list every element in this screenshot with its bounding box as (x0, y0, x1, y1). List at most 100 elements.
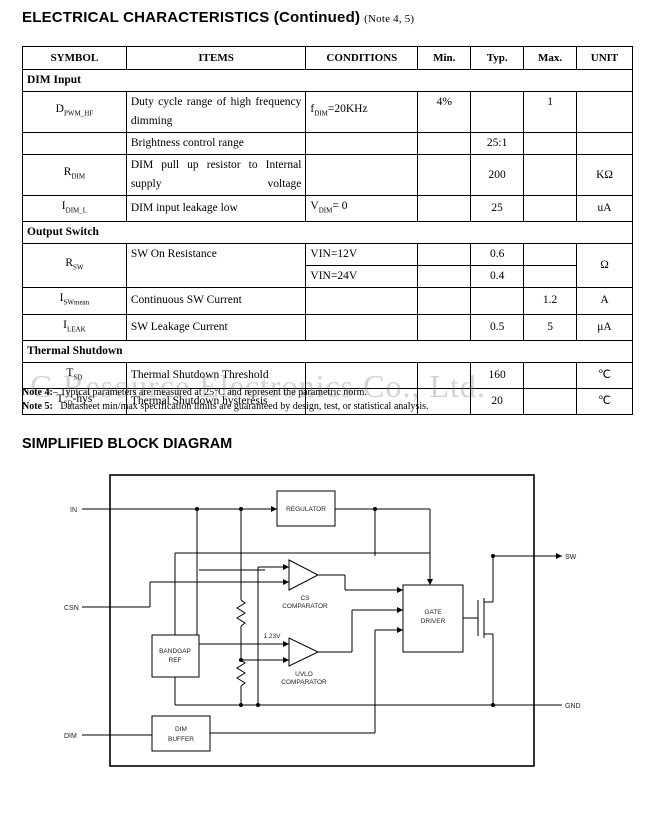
max-cell (523, 194, 578, 223)
min-cell (417, 388, 472, 416)
note-5: Note 5: Datasheet min/max specification … (22, 401, 429, 412)
condition-cell (305, 361, 419, 390)
item-cell: DIM input leakage low (125, 194, 307, 223)
symbol-cell: TSD-hys (22, 388, 127, 416)
bandgap-label-2: REF (169, 657, 182, 664)
dim-buffer-label-1: DIM (175, 726, 187, 733)
unit-cell: μA (576, 313, 633, 341)
symbol-cell: ISWmean (22, 287, 127, 315)
regulator-label: REGULATOR (286, 506, 326, 513)
unit-cell (576, 91, 633, 133)
item-cell: Continuous SW Current (125, 287, 307, 315)
dim-buffer-block (151, 715, 211, 752)
section-row-thermal: Thermal Shutdown (22, 339, 633, 363)
typ-cell: 25:1 (470, 132, 525, 155)
condition-cell: VIN=12V (305, 243, 419, 267)
cs-comparator-label-2: COMPARATOR (282, 603, 328, 610)
min-cell (417, 154, 472, 196)
col-header-min: Min. (417, 46, 472, 70)
condition-cell: VDIM= 0 (305, 194, 419, 223)
typ-cell: 0.6 (470, 243, 525, 267)
condition-cell: fDIM=20KHz (305, 91, 419, 133)
table-row: DPWM_HF Duty cycle range of high frequen… (22, 91, 633, 133)
max-cell: 5 (523, 313, 578, 341)
watermark: G Resource Electronics Co., Ltd. (30, 368, 486, 404)
min-cell (417, 361, 472, 390)
uvlo-comparator-symbol (288, 637, 320, 667)
unit-cell: ℃ (576, 361, 633, 390)
table-row: TSD-hys Thermal Shutdown hysteresis 20 ℃ (22, 388, 633, 416)
table-row: ILEAK SW Leakage Current 0.5 5 μA (22, 313, 633, 341)
table-row: VIN=24V 0.4 (23, 265, 633, 289)
col-header-symbol: SYMBOL (22, 46, 127, 70)
max-cell (523, 132, 578, 155)
col-header-items: ITEMS (125, 46, 307, 70)
gate-driver-label-1: GATE (424, 609, 442, 616)
table-row: ISWmean Continuous SW Current 1.2 A (22, 287, 633, 315)
unit-cell: ℃ (576, 388, 633, 416)
max-cell: 1.2 (523, 287, 578, 315)
block-diagram-title: SIMPLIFIED BLOCK DIAGRAM (22, 436, 233, 452)
typ-cell: 0.5 (470, 313, 525, 341)
min-cell (417, 132, 472, 155)
condition-cell (305, 154, 419, 196)
item-cell: DIM pull up resistor to Internal supply … (125, 154, 307, 196)
table-header-row: SYMBOL ITEMS CONDITIONS Min. Typ. Max. U… (22, 46, 633, 70)
typ-cell: 160 (470, 361, 525, 390)
table-row: IDIM_L DIM input leakage low VDIM= 0 25 … (22, 194, 633, 223)
block-diagram: IN CSN DIM SW GND REGULATOR BANDGAP REF … (64, 474, 581, 767)
max-cell (523, 154, 578, 196)
table-row: TSD Thermal Shutdown Threshold 160 ℃ (22, 361, 633, 390)
title-text: ELECTRICAL CHARACTERISTICS (Continued) (22, 9, 361, 26)
section-row-dim: DIM Input (22, 69, 633, 92)
note-4: Note 4:– Typical parameters are measured… (22, 387, 367, 398)
title-note-ref: (Note 4, 5) (364, 13, 415, 25)
unit-cell: uA (576, 194, 633, 223)
typ-cell (470, 91, 525, 133)
dim-buffer-label-2: BUFFER (168, 736, 194, 743)
pin-label-sw: SW (565, 554, 577, 561)
max-cell (523, 388, 578, 416)
col-header-max: Max. (523, 46, 578, 70)
chip-outline (109, 474, 535, 767)
typ-cell: 25 (470, 194, 525, 223)
col-header-unit: UNIT (576, 46, 633, 70)
section-row-output: Output Switch (22, 221, 633, 245)
pin-label-csn: CSN (64, 605, 79, 612)
pin-label-in: IN (70, 507, 77, 514)
item-cell: SW Leakage Current (125, 313, 307, 341)
unit-cell: Ω (576, 243, 633, 289)
typ-cell: 20 (470, 388, 525, 416)
col-header-typ: Typ. (470, 46, 525, 70)
symbol-cell: IDIM_L (22, 194, 127, 223)
condition-cell: VIN=24V (305, 265, 419, 289)
max-cell (523, 265, 578, 289)
typ-cell (470, 287, 525, 315)
section-label: DIM Input (22, 69, 633, 92)
min-cell (417, 313, 472, 341)
min-cell (417, 265, 472, 289)
cs-comparator-label-1: CS (300, 595, 310, 602)
table-row: Brightness control range 25:1 (22, 132, 633, 155)
bandgap-ref-block (151, 634, 200, 678)
typ-cell: 0.4 (470, 265, 525, 289)
symbol-cell (22, 132, 127, 155)
col-header-conditions: CONDITIONS (305, 46, 419, 70)
cs-comparator-symbol (288, 559, 320, 591)
uvlo-comparator-label-2: COMPARATOR (281, 679, 327, 686)
electrical-characteristics-table: SYMBOL ITEMS CONDITIONS Min. Typ. Max. U… (22, 46, 633, 416)
unit-cell: KΩ (576, 154, 633, 196)
unit-cell (576, 132, 633, 155)
symbol-cell: RSW (22, 243, 127, 289)
min-cell: 4% (417, 91, 472, 133)
max-cell (523, 361, 578, 390)
item-cell: Thermal Shutdown hysteresis (125, 388, 307, 416)
symbol-cell: ILEAK (22, 313, 127, 341)
table-notes: Note 4:– Typical parameters are measured… (22, 386, 429, 414)
min-cell (417, 194, 472, 223)
symbol-cell: RDIM (22, 154, 127, 196)
typ-cell: 200 (470, 154, 525, 196)
unit-cell: A (576, 287, 633, 315)
table-row: RDIM DIM pull up resistor to Internal su… (22, 154, 633, 196)
section-label: Output Switch (22, 221, 633, 245)
